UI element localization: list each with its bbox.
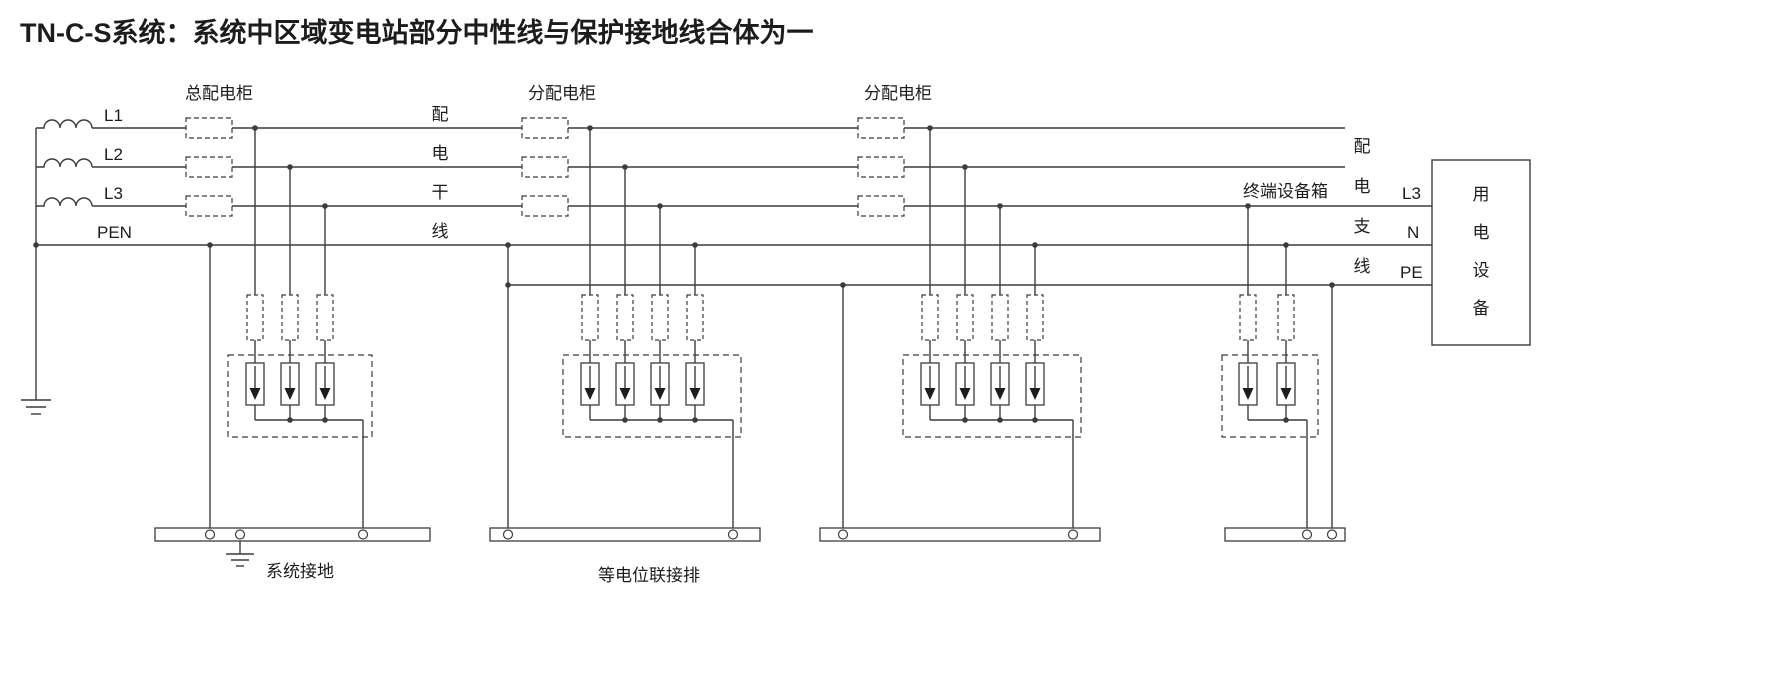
main-cabinet-label: 总配电柜	[185, 84, 253, 103]
branch-char: 线	[1354, 257, 1371, 276]
spd-icon	[650, 362, 670, 406]
trunk-char: 配	[432, 105, 449, 124]
equipment-char: 电	[1473, 223, 1490, 242]
spd-icon	[615, 362, 635, 406]
sub-cabinet-2-label: 分配电柜	[864, 84, 932, 103]
spd-icon	[1238, 362, 1258, 406]
spd-group-4	[1221, 203, 1319, 528]
spd-group-2	[562, 125, 742, 528]
label-l1: L1	[104, 106, 123, 125]
label-l3: L3	[104, 184, 123, 203]
label-l2: L2	[104, 145, 123, 164]
coil-l2-icon	[36, 158, 93, 168]
equipment-char: 设	[1473, 261, 1490, 280]
busbar-terminal	[1301, 529, 1313, 540]
trunk-line-label: 配 电 干 线	[432, 105, 449, 241]
busbar-terminal	[502, 529, 514, 540]
coil-l3-icon	[36, 197, 93, 207]
spd-group-1	[227, 125, 373, 528]
breaker-icon	[521, 156, 569, 178]
sub-cabinet-1: 分配电柜	[521, 84, 596, 217]
sub-cabinet-1-label: 分配电柜	[528, 84, 596, 103]
breaker-icon	[185, 195, 233, 217]
spd-icon	[685, 362, 705, 406]
busbar-terminal	[1326, 529, 1338, 540]
spd-icon	[245, 362, 265, 406]
busbar-equipotential-2	[819, 527, 1101, 542]
pen-split-link	[505, 242, 511, 528]
equipment-box: 用 电 设 备	[1431, 159, 1531, 346]
busbar-terminal	[1067, 529, 1079, 540]
spd-group-3	[902, 125, 1082, 528]
spd-disconnector-icon	[956, 294, 974, 341]
spd-disconnector-icon	[281, 294, 299, 341]
spd-disconnector-icon	[581, 294, 599, 341]
spd-disconnector-icon	[921, 294, 939, 341]
spd-enclosure	[1221, 354, 1319, 438]
source-ground-icon	[21, 399, 51, 415]
pe-earth-drop-3	[1329, 282, 1335, 528]
transformer-source	[21, 119, 93, 415]
pe-earth-drop-2	[840, 282, 846, 528]
spd-icon	[1276, 362, 1296, 406]
branch-char: 支	[1354, 217, 1371, 236]
terminal-box-label: 终端设备箱	[1243, 182, 1328, 201]
spd-icon	[580, 362, 600, 406]
spd-disconnector-icon	[1026, 294, 1044, 341]
breaker-icon	[521, 117, 569, 139]
pen-earth-drop	[207, 242, 213, 528]
coil-l1-icon	[36, 119, 93, 129]
spd-disconnector-icon	[1277, 294, 1295, 341]
busbar-terminal	[837, 529, 849, 540]
breaker-icon	[857, 156, 905, 178]
busbar-system-ground	[154, 527, 431, 542]
trunk-char: 线	[432, 222, 449, 241]
breaker-icon	[857, 117, 905, 139]
spd-disconnector-icon	[316, 294, 334, 341]
busbar-terminal	[357, 529, 369, 540]
conductors	[36, 127, 1432, 286]
spd-disconnector-icon	[651, 294, 669, 341]
sub-cabinet-2: 分配电柜	[857, 84, 932, 217]
busbar-terminal	[204, 529, 216, 540]
busbar-terminal	[234, 529, 246, 540]
equipment-char: 备	[1473, 299, 1490, 318]
spd-disconnector-icon	[246, 294, 264, 341]
branch-char: 配	[1354, 137, 1371, 156]
spd-disconnector-icon	[1239, 294, 1257, 341]
breaker-icon	[857, 195, 905, 217]
spd-icon	[1025, 362, 1045, 406]
main-cabinet: 总配电柜	[185, 84, 253, 217]
breaker-icon	[185, 117, 233, 139]
trunk-char: 干	[432, 183, 449, 202]
label-right-pe: PE	[1400, 263, 1423, 282]
equipment-char: 用	[1473, 185, 1490, 204]
system-ground-label: 系统接地	[266, 562, 334, 581]
busbar-terminal	[727, 529, 739, 540]
equipotential-label: 等电位联接排	[598, 566, 700, 585]
page-title: TN-C-S系统：系统中区域变电站部分中性线与保护接地线合体为一	[20, 17, 813, 48]
system-ground-icon	[226, 541, 254, 567]
label-right-l3: L3	[1402, 184, 1421, 203]
spd-icon	[280, 362, 300, 406]
label-right-n: N	[1407, 223, 1419, 242]
branch-char: 电	[1354, 177, 1371, 196]
branch-line-label: 配 电 支 线	[1354, 137, 1371, 276]
breaker-icon	[521, 195, 569, 217]
spd-disconnector-icon	[991, 294, 1009, 341]
spd-icon	[955, 362, 975, 406]
busbar-equipotential-1	[489, 527, 761, 542]
label-pen: PEN	[97, 223, 132, 242]
spd-icon	[990, 362, 1010, 406]
busbar-equipotential-3	[1224, 527, 1346, 542]
spd-disconnector-icon	[686, 294, 704, 341]
spd-icon	[920, 362, 940, 406]
trunk-char: 电	[432, 144, 449, 163]
breaker-icon	[185, 156, 233, 178]
spd-icon	[315, 362, 335, 406]
spd-disconnector-icon	[616, 294, 634, 341]
